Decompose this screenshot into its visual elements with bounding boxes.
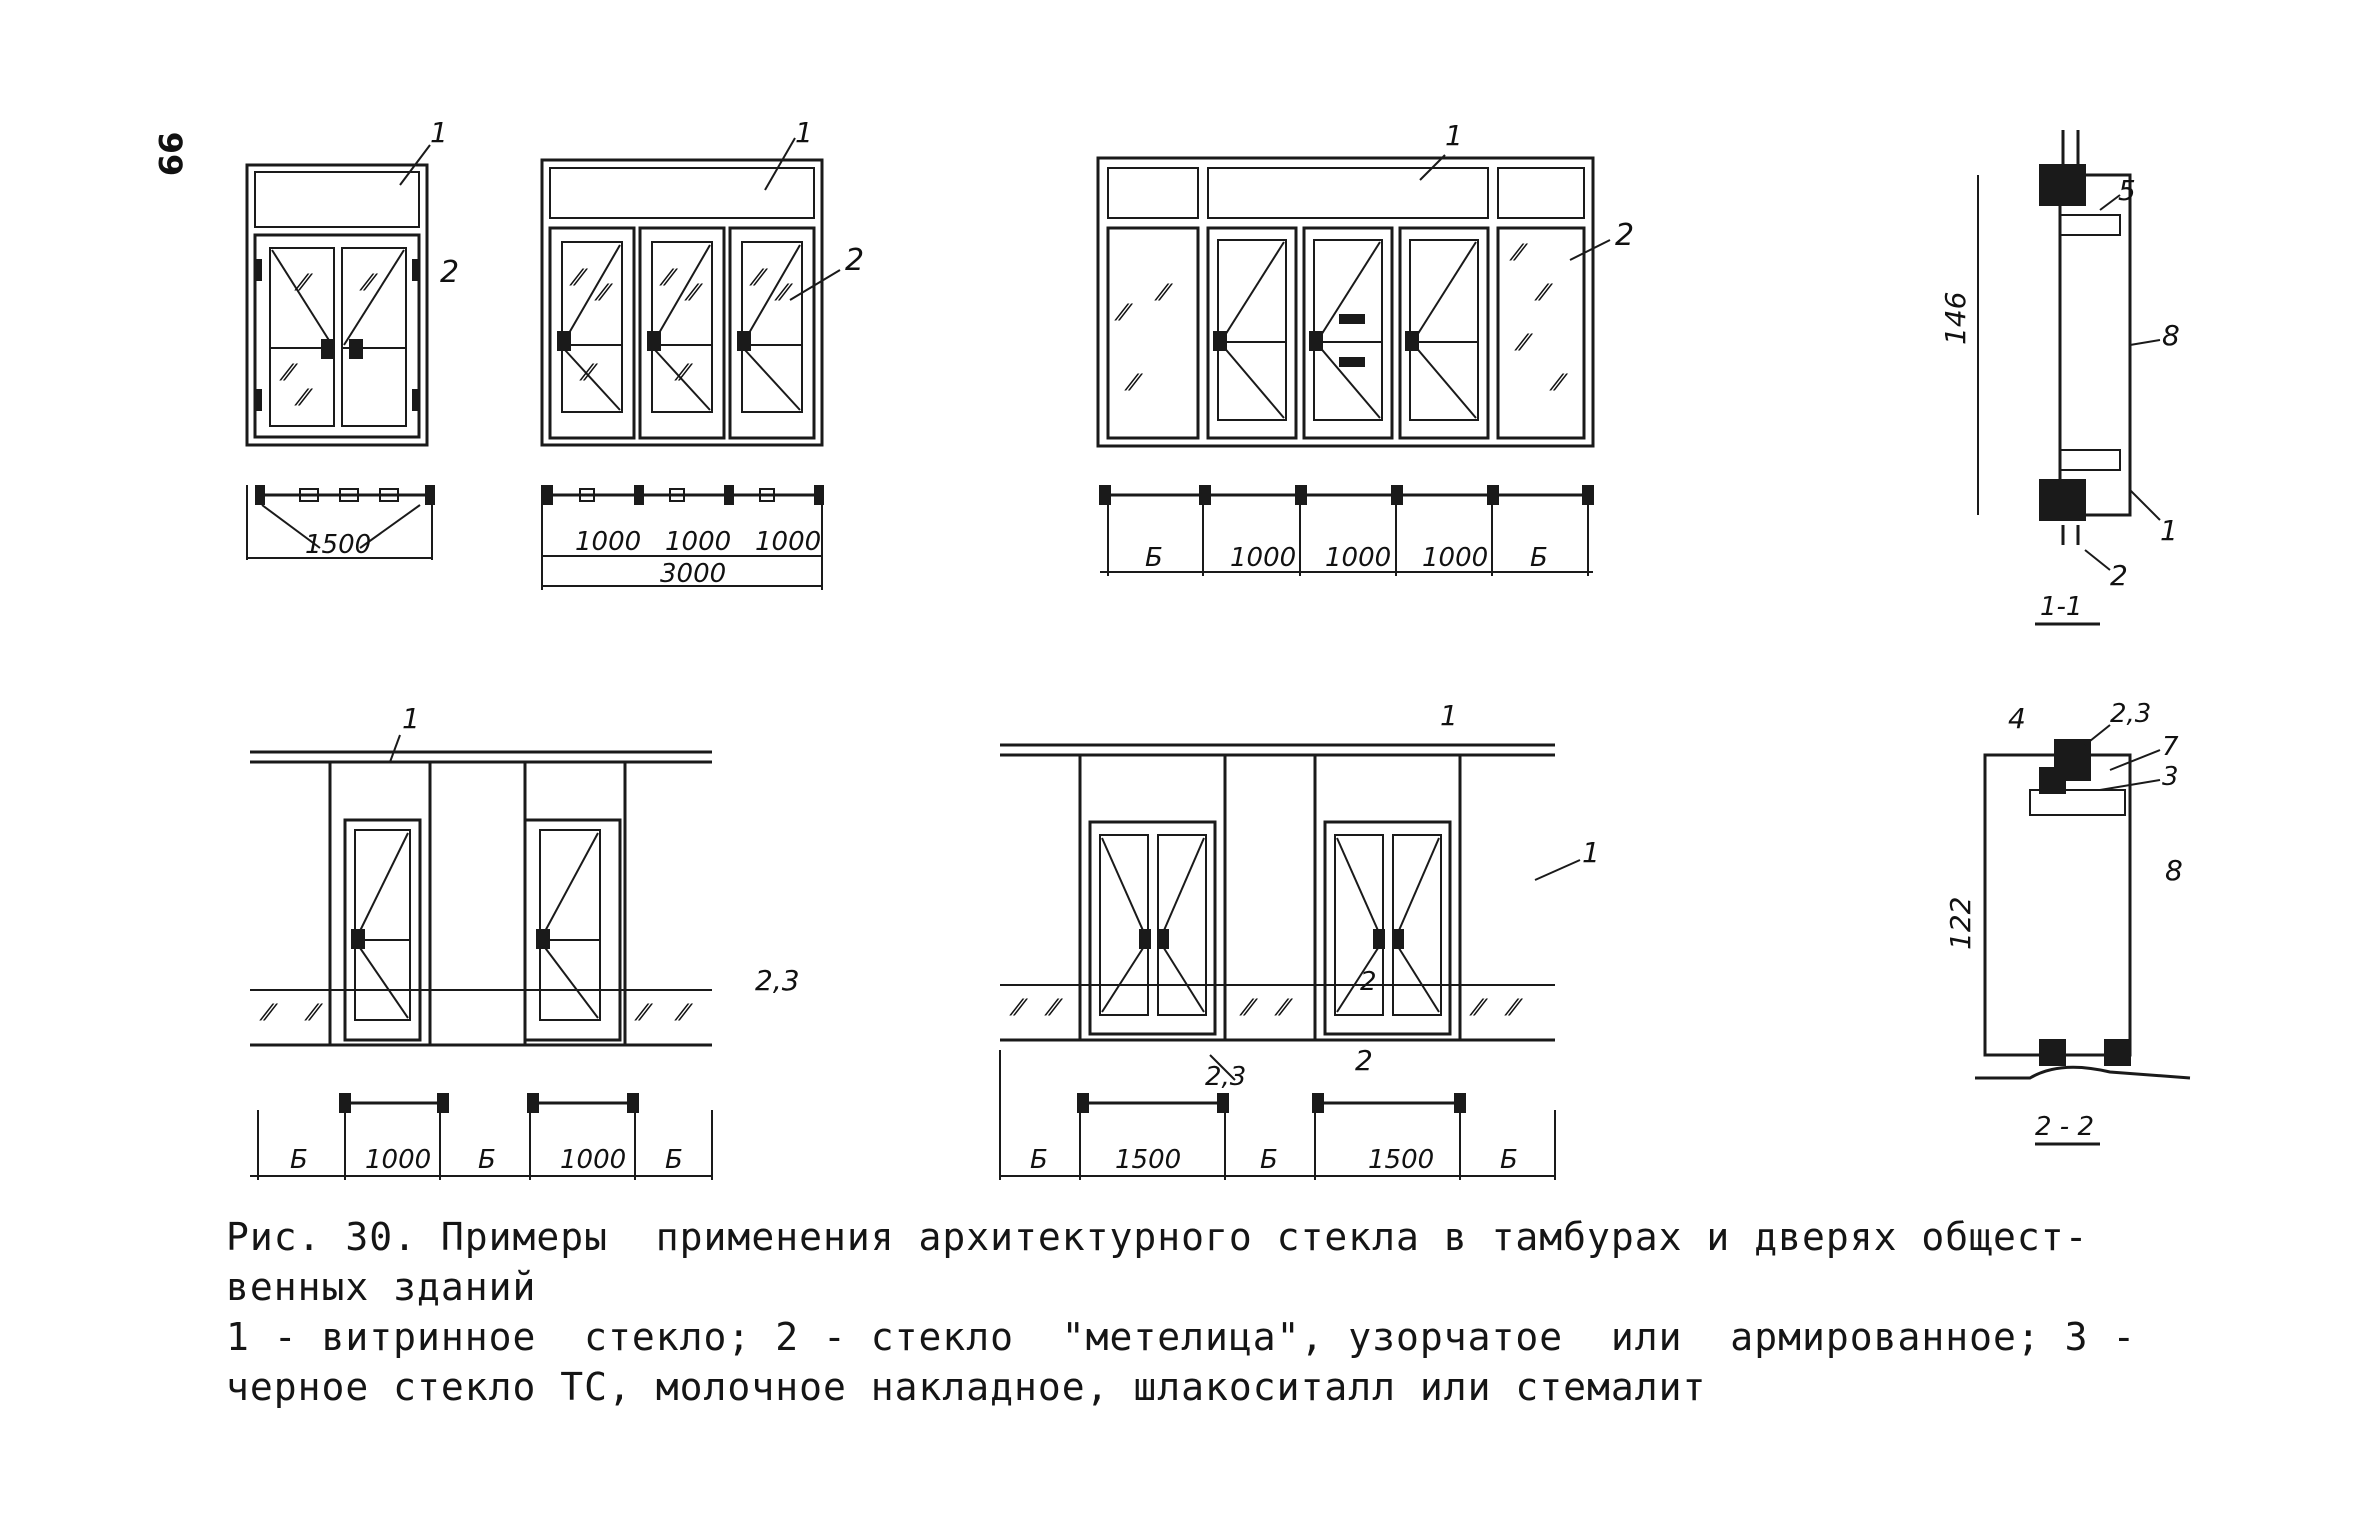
svg-text:⁄⁄: ⁄⁄ bbox=[1274, 996, 1294, 1021]
caption-legend-line-2: черное стекло ТС, молочное накладное, шл… bbox=[226, 1365, 1707, 1409]
section-1-callout-1: 1 bbox=[2160, 514, 2178, 547]
figure-caption: Рис. 30. Примеры применения архитектурно… bbox=[226, 1212, 2226, 1412]
section-2-label: 2 - 2 bbox=[2035, 1112, 2094, 1142]
svg-text:⁄⁄: ⁄⁄ bbox=[294, 386, 314, 411]
svg-text:⁄⁄: ⁄⁄ bbox=[1534, 281, 1554, 306]
section-1-height: 146 bbox=[1939, 292, 1972, 345]
figure-c-dim-1: 1000 bbox=[1230, 543, 1296, 573]
figure-c-dim-side-right: Б bbox=[1530, 543, 1548, 573]
svg-text:⁄⁄: ⁄⁄ bbox=[749, 266, 769, 291]
figure-a-callout-2: 2 bbox=[440, 255, 459, 290]
section-1-label: 1-1 bbox=[2040, 592, 2082, 622]
figure-d-dim-5: Б bbox=[665, 1145, 683, 1175]
svg-text:⁄⁄: ⁄⁄ bbox=[1514, 331, 1534, 356]
svg-text:⁄⁄: ⁄⁄ bbox=[1044, 996, 1064, 1021]
figure-e-dim-1: Б bbox=[1030, 1145, 1048, 1175]
section-1-callout-8: 8 bbox=[2162, 319, 2180, 352]
figure-c-callout-2: 2 bbox=[1615, 218, 1634, 253]
figure-e-double-doors: ⁄⁄ ⁄⁄ ⁄⁄ ⁄⁄ ⁄⁄ ⁄⁄ 1 1 2 2,3 2 Б 1500 Б 1… bbox=[999, 699, 1600, 1180]
figure-d-dim-1: Б bbox=[290, 1145, 308, 1175]
figure-b-dim-2: 1000 bbox=[665, 527, 731, 557]
figure-a-dim-total: 1500 bbox=[305, 530, 371, 560]
svg-text:⁄⁄: ⁄⁄ bbox=[359, 271, 379, 296]
svg-text:⁄⁄: ⁄⁄ bbox=[1114, 301, 1134, 326]
figure-e-dim-5: Б bbox=[1500, 1145, 1518, 1175]
figure-e-dim-4: 1500 bbox=[1368, 1145, 1434, 1175]
figure-e-dim-3: Б bbox=[1260, 1145, 1278, 1175]
figure-d-callout-1: 1 bbox=[402, 702, 420, 735]
svg-text:⁄⁄: ⁄⁄ bbox=[634, 1001, 654, 1026]
figure-b-dim-3: 1000 bbox=[755, 527, 821, 557]
figure-d-dim-3: Б bbox=[478, 1145, 496, 1175]
caption-title-line-1: Рис. 30. Примеры применения архитектурно… bbox=[226, 1215, 2089, 1259]
figure-d-callout-23: 2,3 bbox=[755, 964, 800, 997]
svg-text:⁄⁄: ⁄⁄ bbox=[1469, 996, 1489, 1021]
svg-text:⁄⁄: ⁄⁄ bbox=[259, 1001, 279, 1026]
architectural-drawing: ⁄⁄ ⁄⁄ ⁄⁄ ⁄⁄ 1 2 1500 bbox=[245, 116, 2191, 1180]
caption-title-line-2: венных зданий bbox=[226, 1265, 537, 1309]
figure-b-dim-1: 1000 bbox=[575, 527, 641, 557]
svg-text:⁄⁄: ⁄⁄ bbox=[1549, 371, 1569, 396]
figure-e-dim-2: 1500 bbox=[1115, 1145, 1181, 1175]
section-2-callout-4: 4 bbox=[2008, 702, 2026, 735]
figure-a-callout-1: 1 bbox=[430, 116, 448, 149]
svg-text:⁄⁄: ⁄⁄ bbox=[659, 266, 679, 291]
section-2-callout-7: 7 bbox=[2162, 732, 2179, 762]
svg-text:⁄⁄: ⁄⁄ bbox=[294, 271, 314, 296]
svg-text:⁄⁄: ⁄⁄ bbox=[279, 361, 299, 386]
section-1-callout-5: 5 bbox=[2118, 174, 2136, 207]
figure-c-callout-1: 1 bbox=[1445, 119, 1463, 152]
section-2-callout-23: 2,3 bbox=[2110, 699, 2151, 729]
svg-text:⁄⁄: ⁄⁄ bbox=[1124, 371, 1144, 396]
svg-text:⁄⁄: ⁄⁄ bbox=[1154, 281, 1174, 306]
section-2-height: 122 bbox=[1944, 897, 1977, 950]
section-2-callout-3: 3 bbox=[2162, 762, 2179, 792]
section-2-callout-8: 8 bbox=[2165, 854, 2183, 887]
svg-text:⁄⁄: ⁄⁄ bbox=[674, 1001, 694, 1026]
svg-text:⁄⁄: ⁄⁄ bbox=[569, 266, 589, 291]
figure-a-double-door: ⁄⁄ ⁄⁄ ⁄⁄ ⁄⁄ 1 2 1500 bbox=[245, 116, 459, 560]
figure-b-callout-2: 2 bbox=[845, 243, 864, 278]
figure-b-callout-1: 1 bbox=[795, 116, 813, 149]
section-1-1: 146 5 8 1 2 1-1 bbox=[1939, 130, 2180, 626]
svg-text:⁄⁄: ⁄⁄ bbox=[1009, 996, 1029, 1021]
figure-e-callout-1-side: 1 bbox=[1582, 836, 1600, 869]
figure-c-vestibule-front: ⁄⁄ ⁄⁄ ⁄⁄ ⁄⁄ ⁄⁄ ⁄⁄ ⁄⁄ 1 2 Б 1000 1000 100… bbox=[1096, 119, 1634, 576]
figure-c-dim-side-left: Б bbox=[1145, 543, 1163, 573]
caption-legend-line-1: 1 - витринное стекло; 2 - стекло "метели… bbox=[226, 1315, 2137, 1359]
svg-text:⁄⁄: ⁄⁄ bbox=[1509, 241, 1529, 266]
section-1-callout-2: 2 bbox=[2110, 559, 2128, 592]
figure-e-section-mark: 2 bbox=[1355, 1044, 1373, 1077]
figure-d-dim-2: 1000 bbox=[365, 1145, 431, 1175]
figure-e-callout-23: 2,3 bbox=[1205, 1062, 1246, 1092]
svg-text:⁄⁄: ⁄⁄ bbox=[304, 1001, 324, 1026]
figure-c-dim-2: 1000 bbox=[1325, 543, 1391, 573]
section-2-2: 122 4 2,3 7 3 8 2 - 2 bbox=[1944, 699, 2191, 1146]
svg-text:⁄⁄: ⁄⁄ bbox=[1504, 996, 1524, 1021]
figure-b-triple-door: ⁄⁄ ⁄⁄ ⁄⁄ ⁄⁄ ⁄⁄ ⁄⁄ ⁄⁄ ⁄⁄ 1 2 1000 1000 10… bbox=[540, 116, 864, 590]
figure-d-single-doors: ⁄⁄ ⁄⁄ ⁄⁄ ⁄⁄ 1 2,3 Б 1000 Б 1000 Б bbox=[250, 702, 800, 1180]
figure-e-callout-1-top: 1 bbox=[1440, 699, 1458, 732]
figure-b-dim-total: 3000 bbox=[660, 559, 726, 589]
figure-e-callout-2: 2 bbox=[1360, 967, 1377, 997]
figure-c-dim-3: 1000 bbox=[1422, 543, 1488, 573]
figure-d-dim-4: 1000 bbox=[560, 1145, 626, 1175]
svg-text:⁄⁄: ⁄⁄ bbox=[1239, 996, 1259, 1021]
